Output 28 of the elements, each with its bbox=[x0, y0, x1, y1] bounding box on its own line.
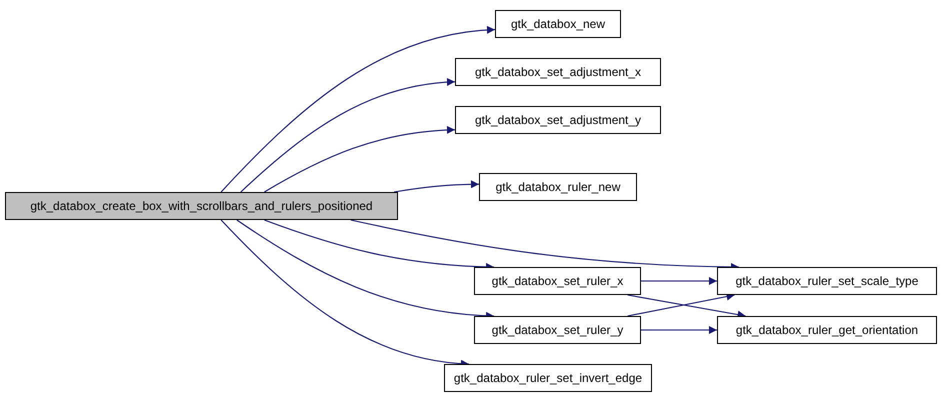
function-box bbox=[717, 316, 937, 344]
call-arrow bbox=[220, 26, 496, 192]
function-box bbox=[474, 316, 641, 344]
call-arrow bbox=[628, 294, 746, 319]
function-name: gtk_databox_ruler_set_invert_edge bbox=[454, 371, 642, 385]
function-name: gtk_databox_set_ruler_x bbox=[492, 274, 624, 288]
call-arrow bbox=[628, 292, 735, 317]
call-arrow bbox=[240, 78, 456, 192]
function-box bbox=[455, 106, 661, 134]
function-name: gtk_databox_set_adjustment_x bbox=[474, 65, 642, 79]
function-box bbox=[717, 267, 937, 295]
function-box bbox=[495, 10, 621, 38]
function-box bbox=[455, 58, 661, 86]
call-arrow bbox=[394, 180, 479, 193]
function-box bbox=[444, 364, 652, 392]
function-name: gtk_databox_create_box_with_scrollbars_and_rulers_positioned bbox=[30, 199, 373, 213]
function-name: gtk_databox_set_adjustment_y bbox=[474, 113, 642, 127]
function-name: gtk_databox_new bbox=[510, 17, 606, 31]
function-name: gtk_databox_ruler_new bbox=[496, 180, 620, 194]
function-box bbox=[479, 173, 637, 201]
function-name: gtk_databox_ruler_get_orientation bbox=[736, 323, 918, 337]
call-arrow bbox=[641, 326, 717, 334]
function-name: gtk_databox_ruler_set_scale_type bbox=[736, 274, 918, 288]
call-arrow bbox=[641, 277, 717, 285]
function-name: gtk_databox_set_ruler_y bbox=[492, 323, 624, 337]
function-box bbox=[5, 192, 398, 220]
function-box bbox=[474, 267, 641, 295]
call-arrow bbox=[264, 126, 456, 192]
